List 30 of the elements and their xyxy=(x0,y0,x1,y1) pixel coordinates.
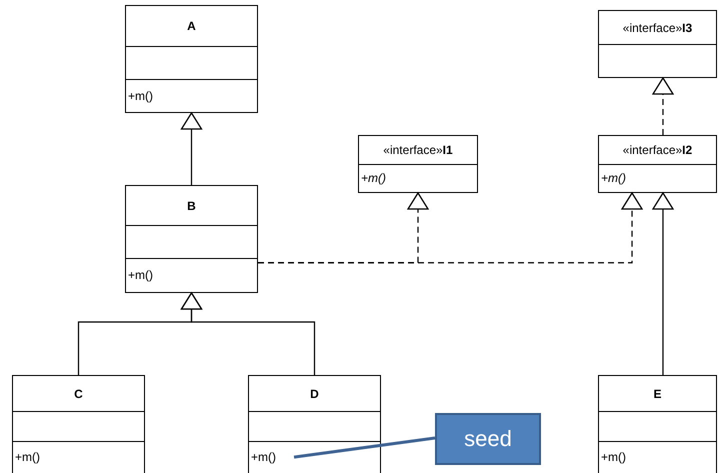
method-text: +m() xyxy=(360,171,387,185)
method-text: +m() xyxy=(600,171,627,185)
class-name: A xyxy=(186,19,197,33)
note-callout xyxy=(435,413,541,465)
note-text: seed xyxy=(464,426,512,452)
class-box xyxy=(12,375,145,473)
method-text: +m() xyxy=(127,268,154,282)
inheritance-arrow xyxy=(180,292,316,375)
inheritance-arrow xyxy=(652,192,674,375)
class-box xyxy=(358,135,478,193)
interface-name: «interface»I2 xyxy=(622,143,694,157)
method-text: +m() xyxy=(600,450,627,464)
interface-name: «interface»I3 xyxy=(622,20,694,34)
class-name: B xyxy=(186,198,197,212)
class-box xyxy=(125,185,258,293)
class-box xyxy=(248,375,381,473)
class-box xyxy=(598,135,717,193)
interface-name: «interface»I1 xyxy=(382,143,454,157)
class-name: D xyxy=(309,386,320,400)
method-text: +m() xyxy=(14,450,41,464)
class-box xyxy=(125,5,258,113)
class-box xyxy=(598,375,717,473)
class-name: C xyxy=(73,386,84,400)
method-text: +m() xyxy=(127,88,154,102)
class-name: E xyxy=(652,386,662,400)
inheritance-arrow xyxy=(180,112,202,185)
method-text: +m() xyxy=(250,450,277,464)
realization-arrow xyxy=(258,192,643,264)
realization-arrow xyxy=(652,77,674,135)
class-box xyxy=(598,10,717,78)
